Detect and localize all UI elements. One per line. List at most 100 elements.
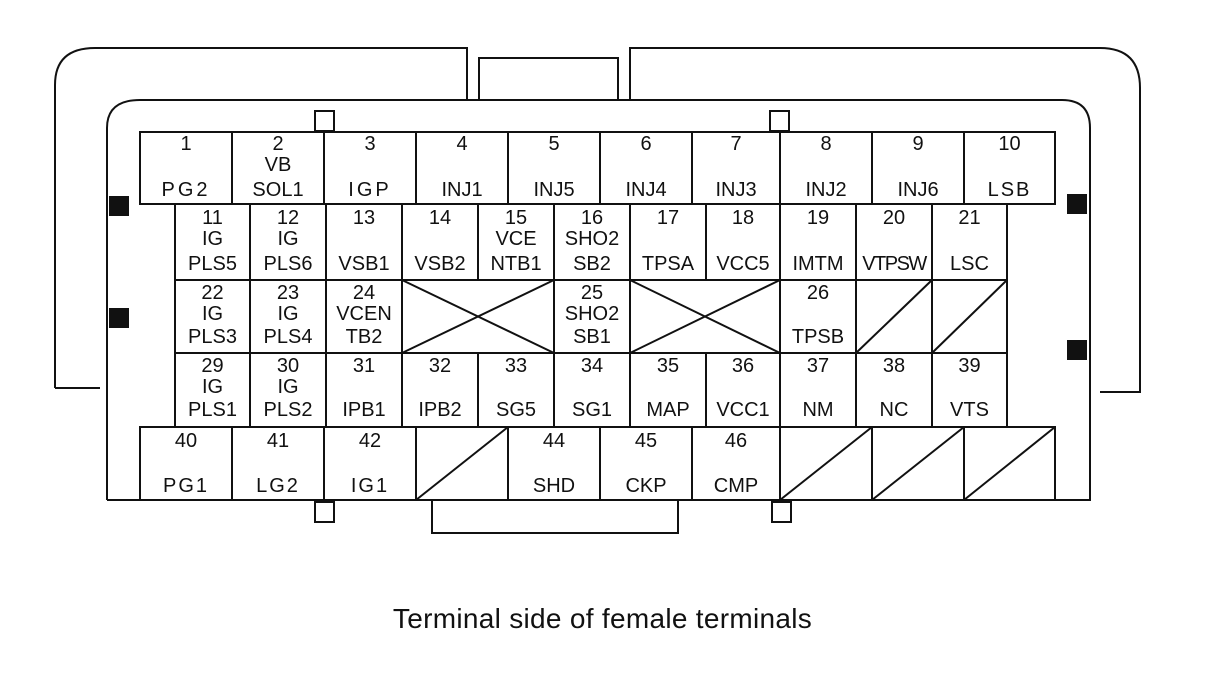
lock-mark-left-mid	[109, 308, 129, 328]
terminal-number: 25	[580, 282, 604, 304]
terminal-number: 31	[352, 355, 376, 377]
terminal-label: INJ2	[805, 179, 847, 201]
terminal-35: 35 MAP	[630, 356, 706, 427]
terminal-number: 9	[912, 133, 924, 155]
blank-slash-b	[931, 279, 1008, 354]
bottom-latch	[431, 500, 679, 534]
terminal-number: 41	[266, 430, 290, 452]
terminal-label: VSB2	[414, 253, 466, 275]
terminal-number: 13	[352, 207, 376, 229]
terminal-number: 8	[820, 133, 832, 155]
terminal-number: 3	[364, 133, 376, 155]
inner-housing	[106, 99, 1091, 501]
terminal-39: 39 VTS	[932, 356, 1007, 427]
terminal-number: 26	[806, 282, 830, 304]
terminal-45: 45 CKP	[600, 431, 692, 500]
terminal-number: 33	[504, 355, 528, 377]
terminal-label-top: VB	[264, 154, 292, 176]
terminal-label: PLS1	[188, 399, 237, 421]
terminal-label: NC	[879, 399, 909, 421]
blank-slash-a	[855, 279, 933, 354]
terminal-9: 9 INJ6	[872, 134, 964, 204]
terminal-13: 13 VSB1	[326, 208, 402, 280]
terminal-17: 17 TPSA	[630, 208, 706, 280]
terminal-number: 46	[724, 430, 748, 452]
terminal-number: 16	[580, 207, 604, 229]
terminal-label: VSB1	[338, 253, 390, 275]
terminal-label: SHD	[532, 475, 576, 497]
blank-slash-43	[415, 426, 509, 501]
terminal-38: 38 NC	[856, 356, 932, 427]
terminal-44: 44 SHD	[508, 431, 600, 500]
terminal-label-top: IG	[201, 303, 224, 325]
blank-slash-49	[963, 426, 1056, 501]
terminal-label: NM	[802, 399, 834, 421]
terminal-label: INJ3	[715, 179, 757, 201]
terminal-label-top: IG	[201, 228, 224, 250]
terminal-label: PLS3	[188, 326, 237, 348]
terminal-label: TB2	[345, 326, 383, 348]
terminal-40: 40 PG1	[140, 431, 232, 500]
terminal-1: 1 PG2	[140, 134, 232, 204]
terminal-label: PLS2	[263, 399, 313, 421]
terminal-label: IG1	[350, 475, 390, 497]
terminal-4: 4 INJ1	[416, 134, 508, 204]
terminal-label: IPB2	[418, 399, 462, 421]
key-tab-top-right	[769, 110, 790, 132]
terminal-number: 37	[806, 355, 830, 377]
terminal-3: 3 IGP	[324, 134, 416, 204]
terminal-label: PLS4	[263, 326, 313, 348]
terminal-20: 20 VTPSW	[856, 208, 932, 280]
terminal-label: PLS5	[188, 253, 237, 275]
terminal-number: 22	[201, 282, 224, 304]
terminal-label: LSC	[950, 253, 989, 275]
terminal-31: 31 IPB1	[326, 356, 402, 427]
terminal-number: 35	[656, 355, 680, 377]
terminal-15: 15 VCE NTB1	[478, 208, 554, 280]
terminal-label: VTPSW	[862, 253, 927, 275]
terminal-number: 4	[456, 133, 468, 155]
terminal-label: SOL1	[252, 179, 304, 201]
top-latch	[478, 57, 619, 100]
terminal-label: PG2	[161, 179, 211, 201]
terminal-26: 26 TPSB	[780, 283, 856, 353]
terminal-22: 22 IG PLS3	[175, 283, 250, 353]
terminal-number: 32	[428, 355, 452, 377]
blank-cross-28	[629, 279, 781, 354]
terminal-number: 10	[998, 133, 1021, 155]
terminal-16: 16 SHO2 SB2	[554, 208, 630, 280]
terminal-number: 21	[958, 207, 981, 229]
terminal-number: 42	[358, 430, 382, 452]
terminal-label-top: VCEN	[336, 303, 392, 325]
row-5-grid	[139, 426, 1056, 501]
terminal-label: VCC5	[716, 253, 770, 275]
terminal-5: 5 INJ5	[508, 134, 600, 204]
terminal-41: 41 LG2	[232, 431, 324, 500]
terminal-number: 40	[174, 430, 198, 452]
terminal-number: 6	[640, 133, 652, 155]
terminal-label: IPB1	[342, 399, 386, 421]
terminal-25: 25 SHO2 SB1	[554, 283, 630, 353]
terminal-14: 14 VSB2	[402, 208, 478, 280]
terminal-37: 37 NM	[780, 356, 856, 427]
lock-mark-left-top	[109, 196, 129, 216]
terminal-number: 14	[428, 207, 452, 229]
terminal-number: 30	[276, 355, 300, 377]
terminal-19: 19 IMTM	[780, 208, 856, 280]
terminal-number: 7	[730, 133, 742, 155]
terminal-label-top: SHO2	[564, 303, 620, 325]
terminal-label-top: IG	[277, 376, 299, 398]
terminal-number: 5	[548, 133, 560, 155]
terminal-label: LSB	[987, 179, 1032, 201]
blank-slash-48	[871, 426, 965, 501]
terminal-2: 2 VB SOL1	[232, 134, 324, 204]
terminal-label: MAP	[646, 399, 690, 421]
terminal-label: PLS6	[263, 253, 313, 275]
terminal-label: SG5	[495, 399, 537, 421]
terminal-number: 45	[634, 430, 658, 452]
terminal-label: TPSA	[641, 253, 695, 275]
terminal-label: CMP	[713, 475, 759, 497]
terminal-number: 20	[882, 207, 906, 229]
terminal-label: VCC1	[716, 399, 770, 421]
